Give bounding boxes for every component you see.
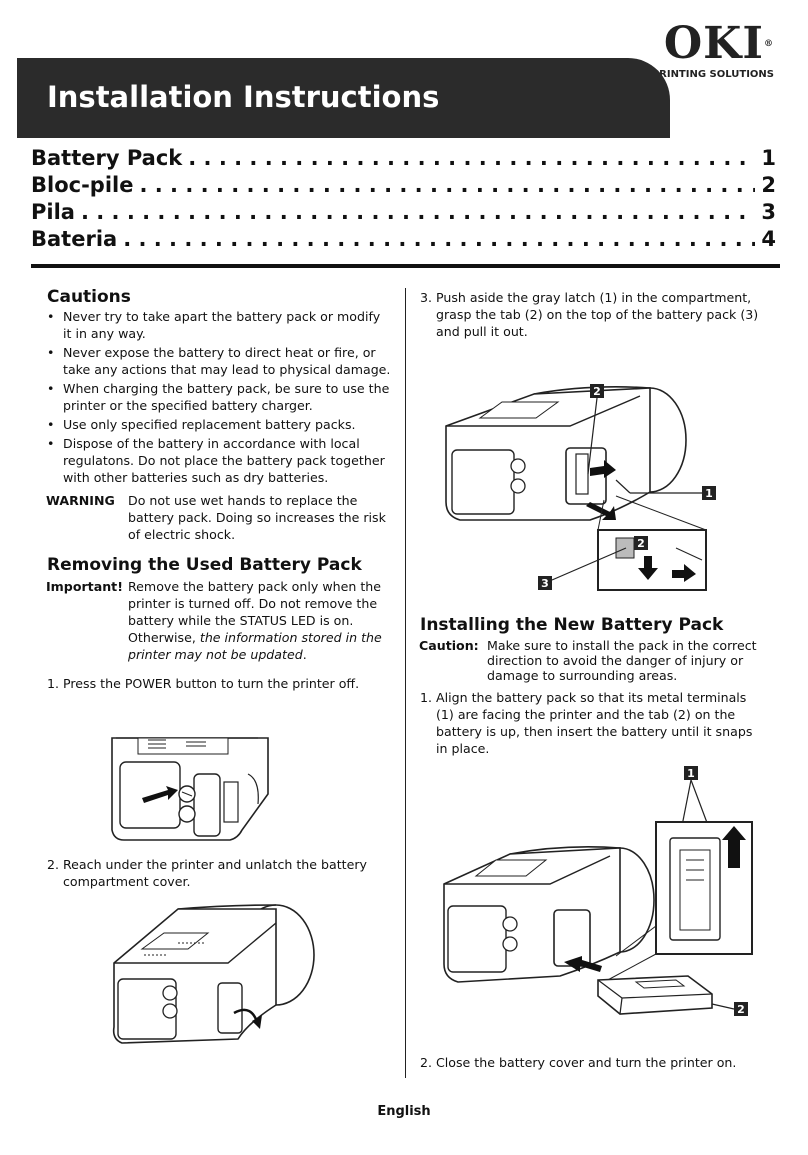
important-italic: the information stored in the printer ma… bbox=[128, 630, 382, 662]
toc-page: 1 bbox=[761, 146, 776, 170]
step-text: Press the POWER button to turn the print… bbox=[63, 676, 360, 691]
callout-1-label: 1 bbox=[705, 487, 713, 500]
toc-leader bbox=[139, 172, 755, 199]
install-step-2-block: 2. Close the battery cover and turn the … bbox=[420, 1054, 765, 1071]
installing-heading: Installing the New Battery Pack bbox=[420, 615, 724, 635]
caution-item: Never expose the battery to direct heat … bbox=[47, 344, 392, 378]
remove-step-1: 1. Press the POWER button to turn the pr… bbox=[47, 675, 392, 692]
table-of-contents: Battery Pack 1 Bloc-pile 2 Pila 3 Bateria 4 bbox=[31, 145, 776, 253]
installing-block: Installing the New Battery Pack Caution:… bbox=[419, 615, 765, 757]
step-text: Reach under the printer and unlatch the … bbox=[63, 857, 367, 889]
title-banner: Installation Instructions bbox=[17, 58, 670, 138]
callout-2-inset-label: 2 bbox=[637, 537, 645, 550]
important-label: Important! bbox=[46, 579, 123, 594]
toc-label: Bloc-pile bbox=[31, 173, 134, 197]
toc-label: Pila bbox=[31, 200, 75, 224]
toc-page: 4 bbox=[761, 227, 776, 251]
caution-item: Use only specified replacement battery p… bbox=[47, 416, 392, 433]
install-caution-note: Caution: Make sure to install the pack i… bbox=[419, 638, 765, 683]
footer-language: English bbox=[377, 1104, 431, 1119]
toc-label: Battery Pack bbox=[31, 146, 183, 170]
toc-row[interactable]: Bloc-pile 2 bbox=[31, 172, 776, 199]
step-text: Align the battery pack so that its metal… bbox=[436, 690, 753, 756]
warning-label: WARNING bbox=[46, 493, 115, 508]
page-title: Installation Instructions bbox=[47, 80, 440, 114]
left-column: Cautions Never try to take apart the bat… bbox=[46, 287, 392, 692]
step-number: 1. bbox=[420, 690, 433, 705]
toc-row[interactable]: Battery Pack 1 bbox=[31, 145, 776, 172]
cautions-list: Never try to take apart the battery pack… bbox=[47, 308, 392, 486]
callout-2-label-b: 2 bbox=[737, 1003, 745, 1016]
important-text-wrap: Remove the battery pack only when the pr… bbox=[128, 578, 392, 663]
column-divider bbox=[405, 288, 406, 1078]
insert-battery-illustration: 1 2 bbox=[440, 760, 760, 1034]
removing-heading: Removing the Used Battery Pack bbox=[47, 555, 362, 575]
cautions-heading: Cautions bbox=[47, 287, 131, 307]
remove-step-3: 3. Push aside the gray latch (1) in the … bbox=[420, 289, 765, 340]
install-step-1: 1. Align the battery pack so that its me… bbox=[420, 689, 765, 757]
caution-item: Dispose of the battery in accordance wit… bbox=[47, 435, 392, 486]
toc-page: 2 bbox=[761, 173, 776, 197]
remove-step-2-block: 2. Reach under the printer and unlatch t… bbox=[47, 856, 392, 890]
oki-logo: OKI® PRINTING SOLUTIONS bbox=[651, 22, 774, 81]
section-divider bbox=[31, 264, 780, 268]
unlatch-cover-illustration bbox=[108, 903, 318, 1052]
logo-name: OKI bbox=[663, 18, 764, 69]
caution-label: Caution: bbox=[419, 638, 479, 653]
step-number: 3. bbox=[420, 290, 433, 305]
step-number: 1. bbox=[47, 676, 60, 691]
logo-subtitle: PRINTING SOLUTIONS bbox=[651, 69, 774, 80]
warning-text: Do not use wet hands to replace the batt… bbox=[128, 493, 386, 542]
step-number: 2. bbox=[420, 1055, 433, 1070]
install-step-2: 2. Close the battery cover and turn the … bbox=[420, 1054, 765, 1071]
callout-3-label: 3 bbox=[541, 577, 549, 590]
callout-2-label: 2 bbox=[593, 385, 601, 398]
toc-leader bbox=[123, 226, 755, 253]
callout-1-label-b: 1 bbox=[687, 767, 695, 780]
step-number: 2. bbox=[47, 857, 60, 872]
pull-battery-illustration: 2 1 2 3 bbox=[440, 370, 730, 604]
important-note: Important! Remove the battery pack only … bbox=[46, 578, 392, 663]
toc-page: 3 bbox=[761, 200, 776, 224]
warning-note: WARNING Do not use wet hands to replace … bbox=[46, 492, 392, 543]
important-text: Remove the battery pack only when the pr… bbox=[128, 579, 382, 645]
caution-item: When charging the battery pack, be sure … bbox=[47, 380, 392, 414]
toc-leader bbox=[81, 199, 755, 226]
logo-reg: ® bbox=[764, 39, 774, 49]
important-end: . bbox=[302, 647, 307, 662]
step-text: Close the battery cover and turn the pri… bbox=[436, 1055, 737, 1070]
remove-step-2: 2. Reach under the printer and unlatch t… bbox=[47, 856, 392, 890]
power-button-illustration bbox=[108, 734, 278, 850]
toc-label: Bateria bbox=[31, 227, 118, 251]
toc-leader bbox=[188, 145, 755, 172]
caution-text: Make sure to install the pack in the cor… bbox=[487, 638, 757, 683]
right-column: 3. Push aside the gray latch (1) in the … bbox=[420, 289, 765, 340]
caution-item: Never try to take apart the battery pack… bbox=[47, 308, 392, 342]
toc-row[interactable]: Bateria 4 bbox=[31, 226, 776, 253]
step-text: Push aside the gray latch (1) in the com… bbox=[436, 290, 759, 339]
toc-row[interactable]: Pila 3 bbox=[31, 199, 776, 226]
